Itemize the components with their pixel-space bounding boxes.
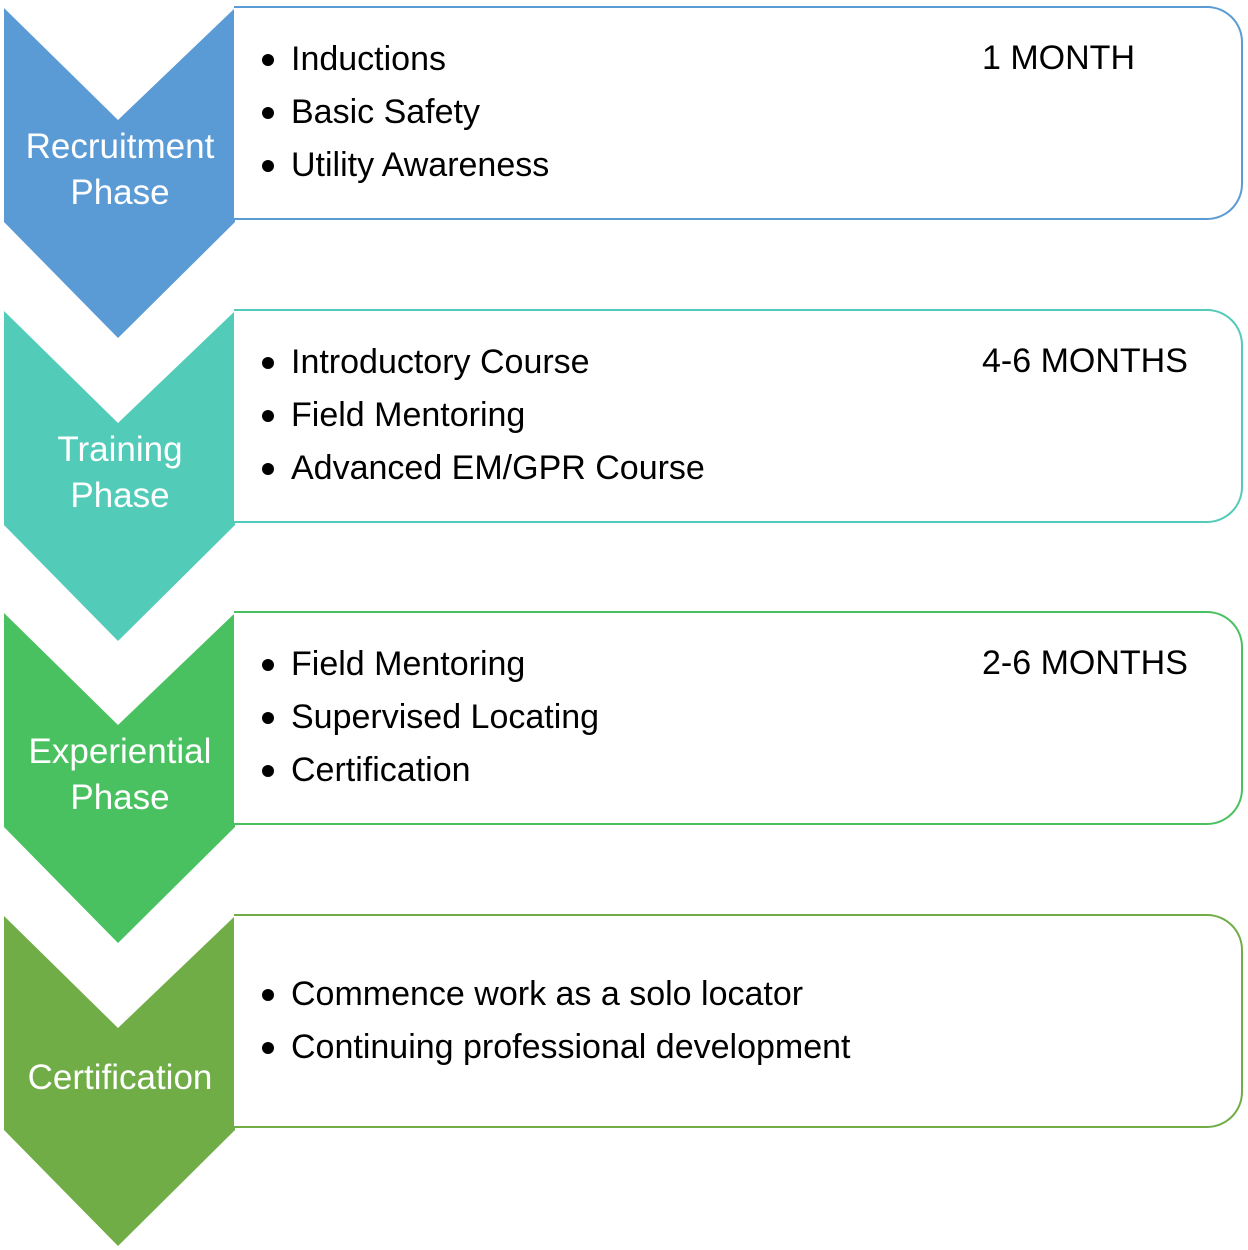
item-text: Certification xyxy=(291,751,471,789)
phase-duration: 1 MONTH xyxy=(982,39,1135,77)
phase-item-list: Inductions Basic Safety Utility Awarenes… xyxy=(258,33,549,192)
phase-content-box xyxy=(234,914,1243,1128)
list-item: Certification xyxy=(258,744,599,797)
bullet-icon xyxy=(262,1042,274,1054)
item-text: Supervised Locating xyxy=(291,698,600,736)
item-text: Introductory Course xyxy=(291,343,590,381)
item-text: Advanced EM/GPR Course xyxy=(291,449,705,487)
list-item: Field Mentoring xyxy=(258,389,705,442)
phase-duration: 4-6 MONTHS xyxy=(982,342,1188,380)
bullet-icon xyxy=(262,54,274,66)
chevron-arrow xyxy=(0,908,240,1248)
phase-content-box xyxy=(234,6,1243,220)
phase-training: Training Phase Introductory Course Field… xyxy=(0,303,1248,643)
phase-label: Experiential Phase xyxy=(28,732,212,817)
phase-duration: 2-6 MONTHS xyxy=(982,644,1188,682)
list-item: Continuing professional development xyxy=(258,1021,850,1074)
list-item: Supervised Locating xyxy=(258,691,599,744)
item-text: Field Mentoring xyxy=(291,645,526,683)
phase-label: Training Phase xyxy=(57,430,183,515)
list-item: Inductions xyxy=(258,33,549,86)
list-item: Field Mentoring xyxy=(258,638,599,691)
list-item: Advanced EM/GPR Course xyxy=(258,442,705,495)
item-text: Continuing professional development xyxy=(291,1028,851,1066)
chevron-arrow xyxy=(0,605,240,945)
bullet-icon xyxy=(262,357,274,369)
phase-content-box xyxy=(234,309,1243,523)
chevron-shape xyxy=(4,8,235,338)
bullet-icon xyxy=(262,712,274,724)
item-text: Commence work as a solo locator xyxy=(291,975,804,1013)
phase-content-box xyxy=(234,611,1243,825)
chevron-shape xyxy=(4,613,235,943)
list-item: Commence work as a solo locator xyxy=(258,968,850,1021)
bullet-icon xyxy=(262,659,274,671)
item-text: Utility Awareness xyxy=(291,146,550,184)
phase-item-list: Introductory Course Field Mentoring Adva… xyxy=(258,336,705,495)
bullet-icon xyxy=(262,160,274,172)
bullet-icon xyxy=(262,410,274,422)
item-text: Inductions xyxy=(291,40,446,78)
phase-item-list: Commence work as a solo locator Continui… xyxy=(258,968,850,1074)
phase-experiential: Experiential Phase Field Mentoring Super… xyxy=(0,605,1248,945)
phase-label: Certification xyxy=(27,1058,213,1097)
phase-recruitment: Recruitment Phase Inductions Basic Safet… xyxy=(0,0,1248,340)
phase-certification: Certification Commence work as a solo lo… xyxy=(0,908,1248,1248)
item-text: Basic Safety xyxy=(291,93,480,131)
phase-item-list: Field Mentoring Supervised Locating Cert… xyxy=(258,638,599,797)
bullet-icon xyxy=(262,463,274,475)
list-item: Introductory Course xyxy=(258,336,705,389)
list-item: Basic Safety xyxy=(258,86,549,139)
item-text: Field Mentoring xyxy=(291,396,526,434)
list-item: Utility Awareness xyxy=(258,139,549,192)
chevron-shape xyxy=(4,311,235,641)
chevron-shape xyxy=(4,916,235,1246)
phase-label: Recruitment Phase xyxy=(25,127,215,212)
bullet-icon xyxy=(262,107,274,119)
bullet-icon xyxy=(262,765,274,777)
bullet-icon xyxy=(262,989,274,1001)
chevron-arrow xyxy=(0,303,240,643)
chevron-arrow xyxy=(0,0,240,340)
